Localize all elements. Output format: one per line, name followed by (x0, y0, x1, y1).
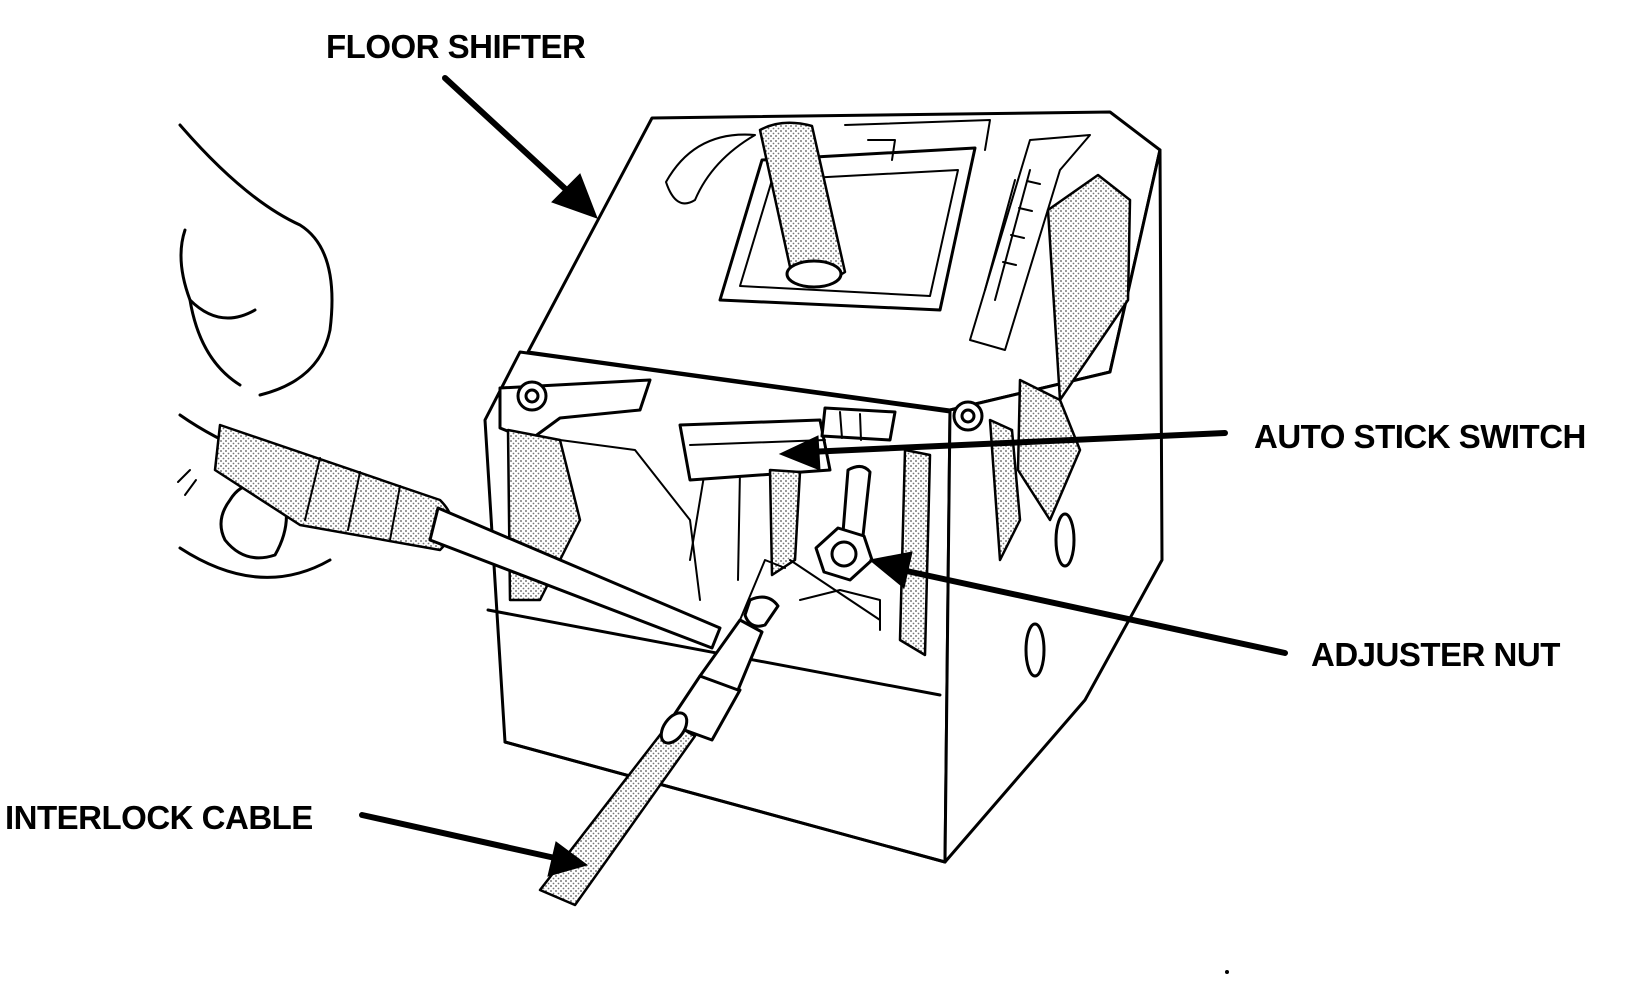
shifter-housing (483, 110, 1164, 864)
floor-shifter-arrow (442, 75, 576, 199)
adjuster-nut-arrow (899, 567, 1288, 656)
floor-shifter-label: FLOOR SHIFTER (326, 28, 586, 65)
speck (1225, 970, 1229, 974)
switch-mechanism (498, 378, 984, 657)
interlock-cable-arrow (359, 812, 558, 861)
adjuster-nut-label: ADJUSTER NUT (1311, 636, 1560, 673)
auto-stick-switch-label: AUTO STICK SWITCH (1254, 418, 1586, 455)
auto-stick-switch-arrow (805, 430, 1228, 455)
callout-arrows (359, 75, 1288, 877)
interlock-cable-label: INTERLOCK CABLE (5, 799, 313, 836)
hand-and-screwdriver (177, 123, 722, 650)
